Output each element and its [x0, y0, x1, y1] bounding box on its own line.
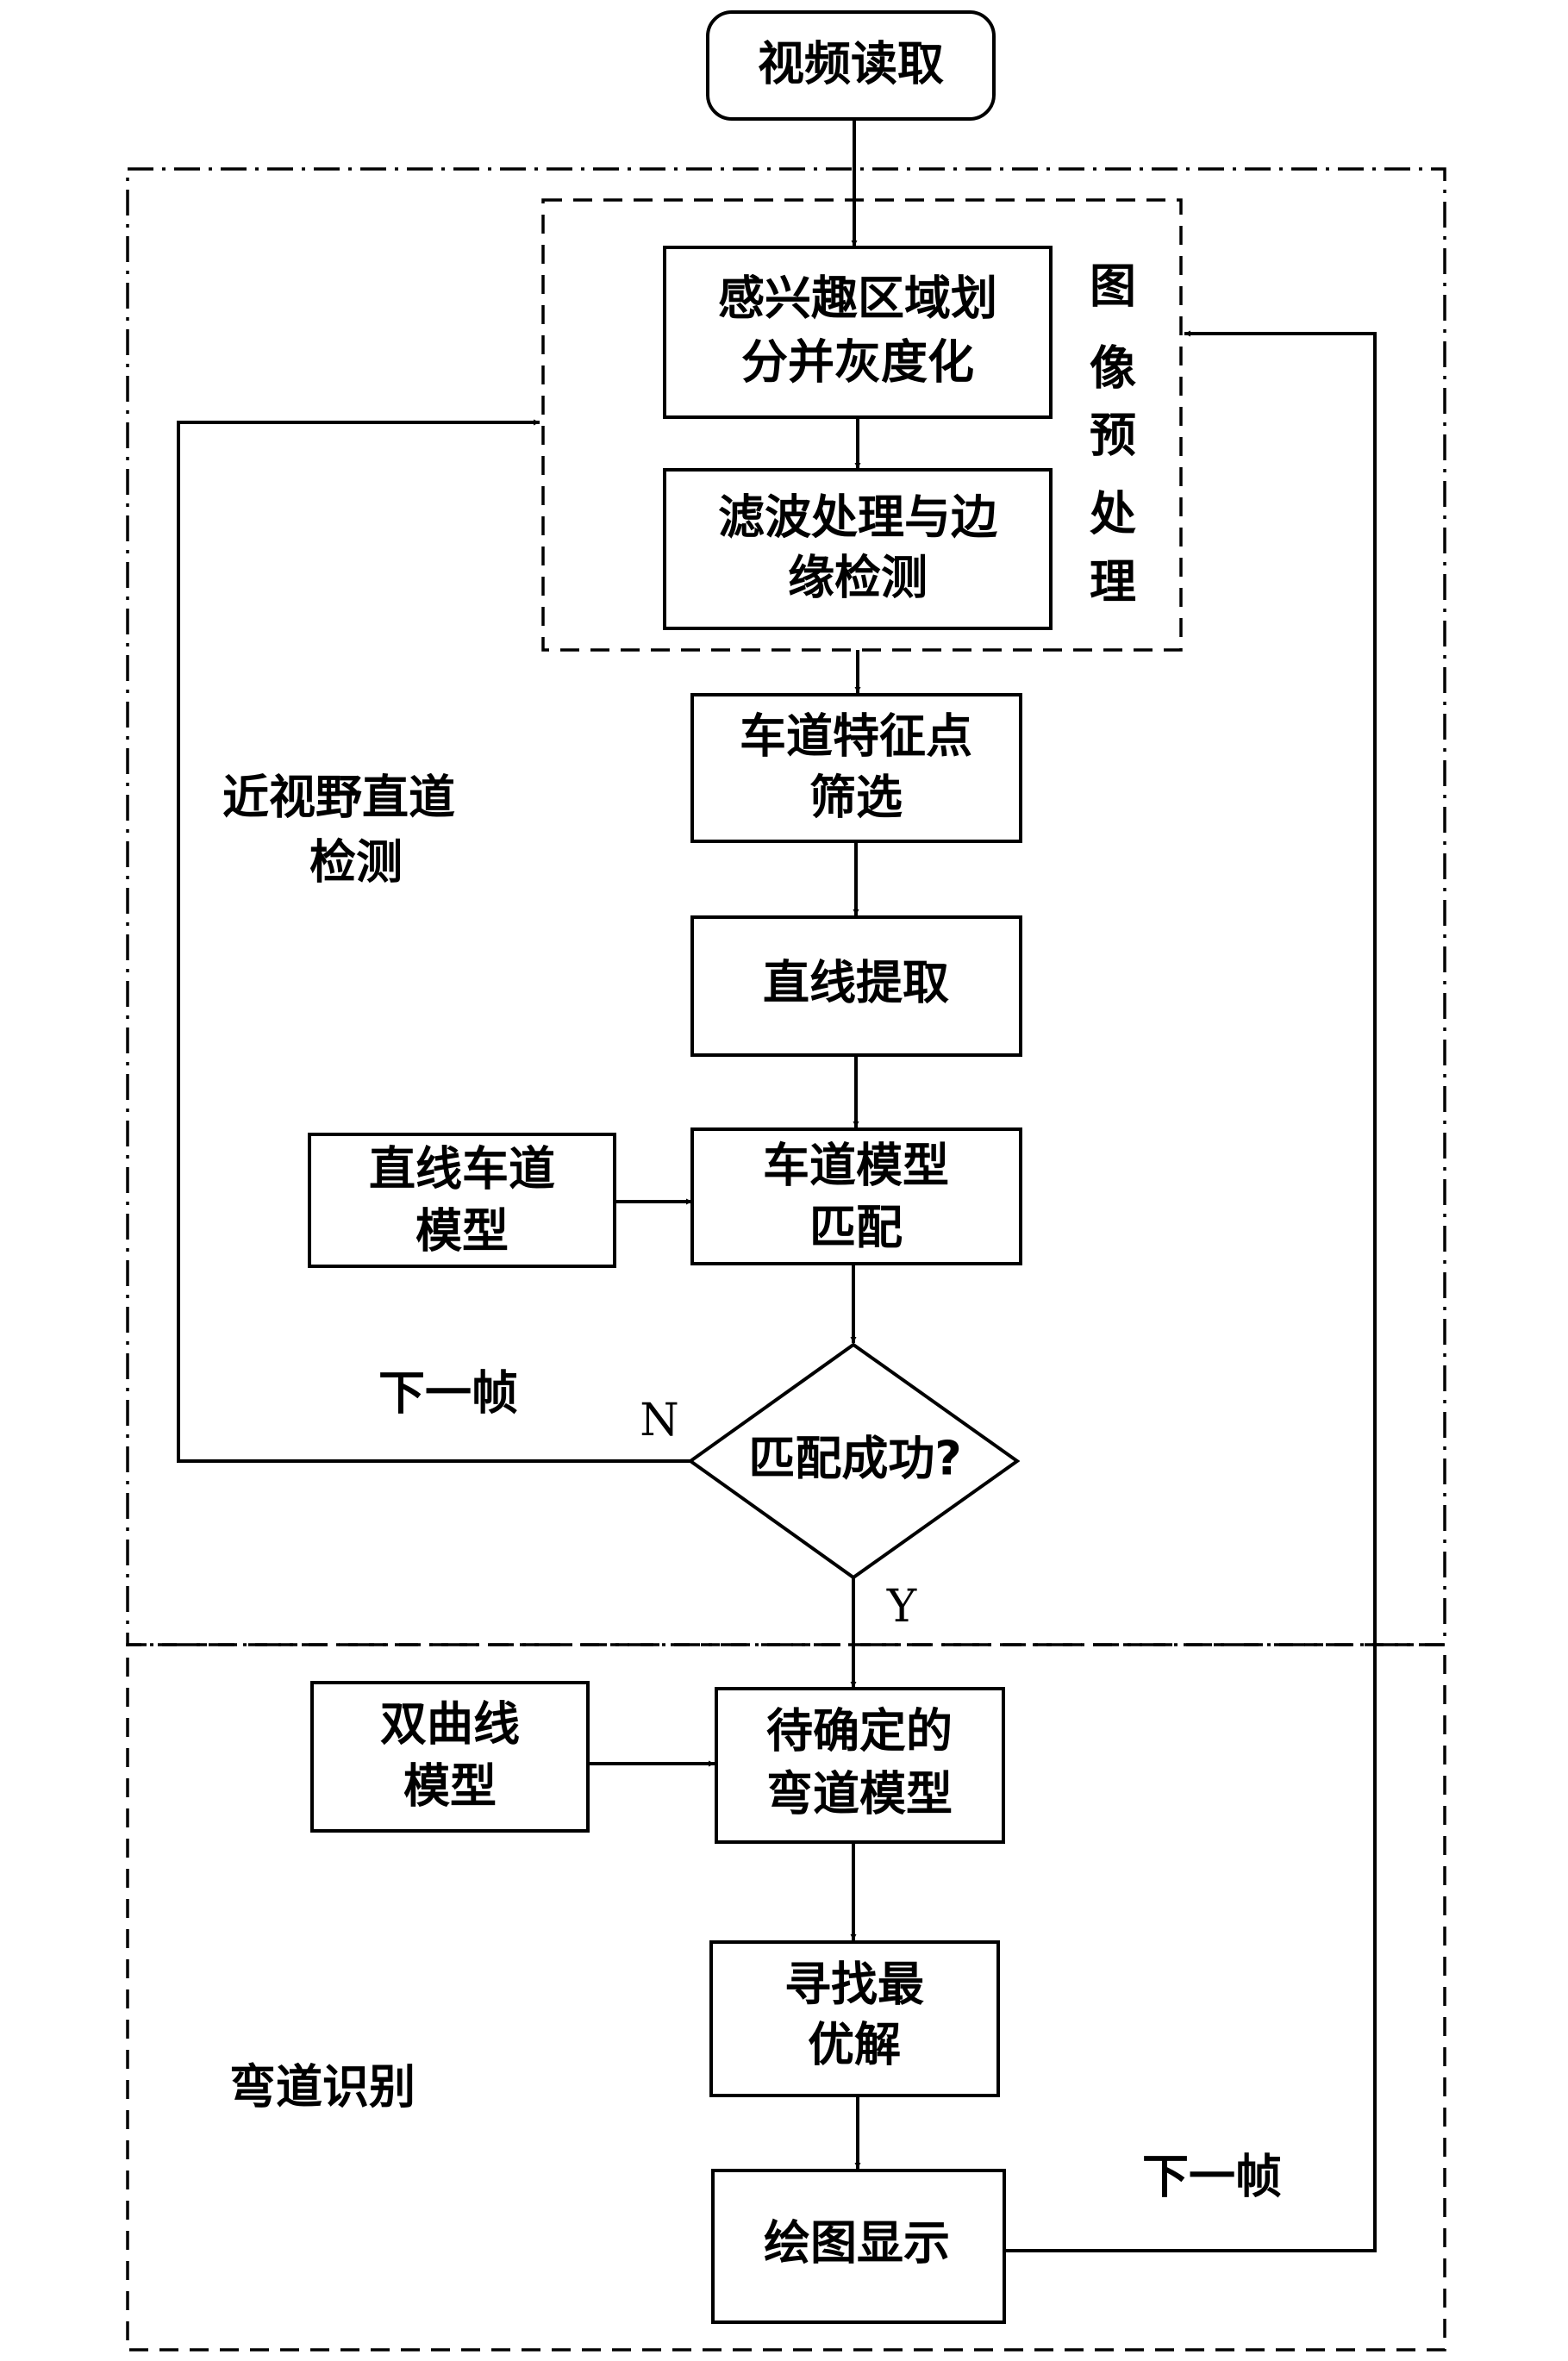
- node-video-read: 视频读取: [706, 10, 996, 121]
- node-roi-gray-label-line2: 分并灰度化: [741, 335, 974, 390]
- node-model-match: 车道模型 匹配: [690, 1127, 1022, 1265]
- node-feature-select-label-line1: 车道特征点: [740, 709, 972, 764]
- edge-label-next-frame-left: 下一帧: [378, 1366, 518, 1421]
- node-hyperbola-model-label-line2: 模型: [403, 1759, 497, 1814]
- edge-decision-no-loop: [177, 419, 690, 1463]
- node-draw-display-label: 绘图显示: [764, 2216, 950, 2270]
- near-field-region-frame: [126, 167, 1446, 1646]
- region-label-near-straight-line1: 近视野直道: [222, 771, 455, 825]
- edge-label-yes: Y: [886, 1581, 917, 1633]
- preprocess-region-frame: [541, 198, 1183, 652]
- region-label-preprocess-char1: 图: [1090, 259, 1136, 314]
- node-model-match-label-line1: 车道模型: [763, 1139, 949, 1193]
- region-label-preprocess-char3: 预: [1090, 409, 1136, 463]
- region-label-curve-recognition: 弯道识别: [229, 2060, 415, 2114]
- node-optimal-solution-label-line1: 寻找最: [784, 1958, 924, 2012]
- region-label-preprocess-char2: 像: [1090, 341, 1136, 396]
- node-roi-gray: 感兴趣区域划 分并灰度化: [663, 246, 1053, 419]
- node-filter-edge-label-line2: 缘检测: [788, 551, 928, 605]
- node-filter-edge: 滤波处理与边 缘检测: [663, 468, 1053, 630]
- edge-label-next-frame-right: 下一帧: [1142, 2150, 1282, 2204]
- node-model-match-label-line2: 匹配: [809, 1201, 903, 1255]
- node-roi-gray-label-line1: 感兴趣区域划: [718, 272, 997, 326]
- node-curve-model-label-line2: 弯道模型: [766, 1767, 953, 1821]
- edges: [177, 119, 1377, 2252]
- region-label-near-straight: 近视野直道 检测: [222, 771, 455, 890]
- node-feature-select: 车道特征点 筛选: [690, 693, 1022, 843]
- edge-label-no: N: [640, 1395, 679, 1446]
- node-curve-model-label-line1: 待确定的: [766, 1704, 953, 1758]
- region-label-preprocess: 图 像 预 处 理: [1090, 259, 1136, 609]
- node-straight-model-label-line2: 模型: [415, 1204, 509, 1259]
- node-hyperbola-model-label-line1: 双曲线: [380, 1697, 520, 1752]
- node-straight-model: 直线车道 模型: [308, 1133, 616, 1268]
- node-match-success-decision: 匹配成功?: [687, 1342, 1021, 1580]
- node-line-extract-label: 直线提取: [763, 956, 949, 1010]
- region-label-preprocess-char4: 处: [1090, 487, 1136, 541]
- region-label-preprocess-char5: 理: [1090, 555, 1136, 609]
- node-line-extract: 直线提取: [690, 915, 1022, 1057]
- edge-draw-next-frame-loop: [1004, 330, 1377, 2252]
- node-feature-select-label-line2: 筛选: [809, 771, 903, 825]
- node-optimal-solution-label-line2: 优解: [808, 2018, 901, 2072]
- node-match-success-label: 匹配成功?: [748, 1432, 961, 1486]
- node-filter-edge-label-line1: 滤波处理与边: [718, 490, 997, 545]
- node-curve-model: 待确定的 弯道模型: [715, 1687, 1005, 1844]
- region-label-near-straight-line2: 检测: [309, 835, 403, 890]
- curve-region-frame: [126, 1643, 1446, 2352]
- node-draw-display: 绘图显示: [711, 2169, 1006, 2324]
- node-optimal-solution: 寻找最 优解: [709, 1940, 1000, 2097]
- node-video-read-label: 视频读取: [758, 37, 944, 91]
- node-hyperbola-model: 双曲线 模型: [310, 1681, 590, 1833]
- node-straight-model-label-line1: 直线车道: [369, 1142, 555, 1196]
